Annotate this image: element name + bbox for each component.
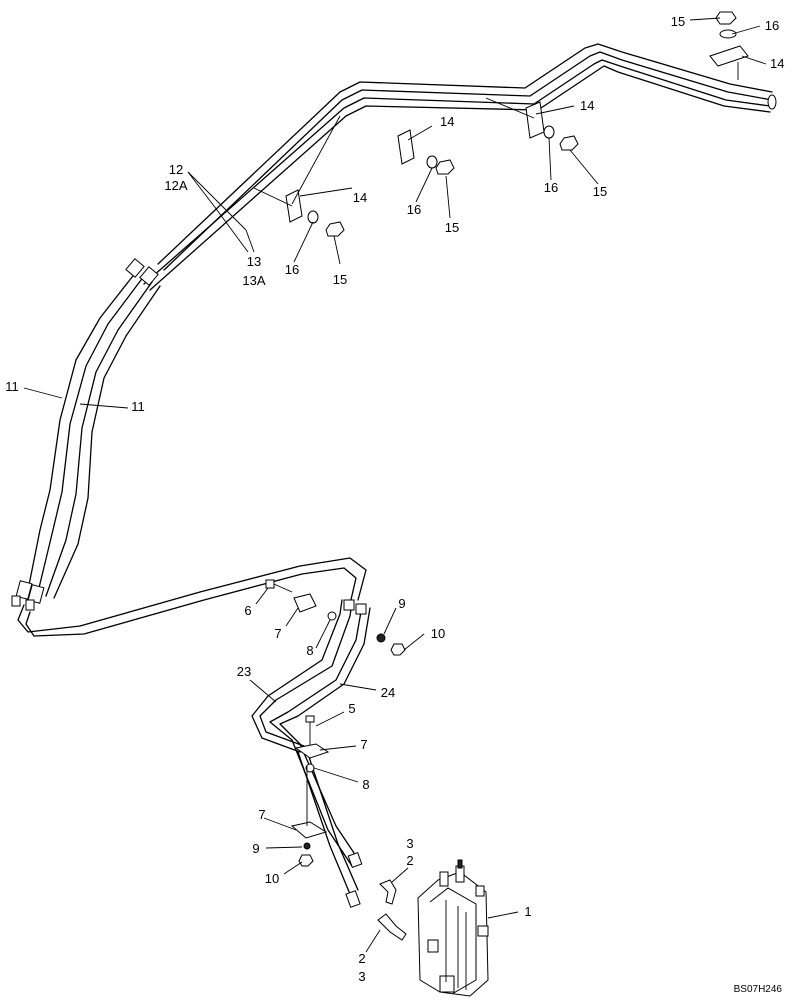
callout-2-bottom: 2: [358, 951, 365, 966]
leader-lines: [23, 17, 767, 953]
callout-16-mid: 16: [407, 202, 421, 217]
callout-23: 23: [237, 664, 251, 679]
control-valve: [417, 859, 489, 997]
callout-16-left: 16: [285, 262, 299, 277]
fasteners-upper: [307, 11, 737, 237]
callout-3-top: 3: [406, 836, 413, 851]
callout-13: 13: [247, 254, 261, 269]
callout-14-top: 14: [770, 56, 784, 71]
callout-14-mid: 14: [440, 114, 454, 129]
callout-10-right: 10: [431, 626, 445, 641]
callout-16-top: 16: [765, 18, 779, 33]
callout-12A: 12A: [164, 178, 187, 193]
nut: [325, 221, 345, 237]
fasteners-lower: [265, 579, 406, 867]
callout-9-right: 9: [398, 596, 405, 611]
callout-15-mid: 15: [445, 220, 459, 235]
figure-code: BS07H246: [734, 984, 783, 995]
callout-2-top: 2: [406, 853, 413, 868]
callout-15-top: 15: [671, 14, 685, 29]
washer: [307, 210, 319, 224]
callout-24: 24: [381, 685, 395, 700]
hose-assembly: [11, 258, 161, 611]
bolt-head: [265, 579, 275, 589]
callout-16-right: 16: [544, 180, 558, 195]
callout-3-bottom: 3: [358, 969, 365, 984]
callout-1: 1: [524, 904, 531, 919]
callout-9-bottom: 9: [252, 841, 259, 856]
callout-15-right: 15: [593, 184, 607, 199]
callout-15-left: 15: [333, 272, 347, 287]
callout-11-right: 11: [131, 399, 145, 414]
elbow-fittings: [377, 879, 407, 941]
callout-14-left: 14: [353, 190, 367, 205]
lower-hose-loop: [17, 557, 371, 908]
callout-7-top: 7: [274, 626, 281, 641]
hose-fitting: [11, 258, 159, 611]
callout-7-bottom: 7: [258, 807, 265, 822]
callout-7-mid: 7: [360, 737, 367, 752]
callout-8-mid: 8: [362, 777, 369, 792]
callout-12: 12: [169, 162, 183, 177]
callout-5: 5: [348, 701, 355, 716]
upper-tube-assembly: [143, 43, 777, 291]
callout-6: 6: [244, 603, 251, 618]
callout-11-left: 11: [5, 379, 19, 394]
callouts: 12 12A 13 13A 14 14 14 14 16 15 16 15 16…: [5, 14, 784, 995]
clamp-brackets: [253, 45, 749, 223]
callout-14-right: 14: [580, 98, 594, 113]
callout-13A: 13A: [242, 273, 265, 288]
callout-8-top: 8: [306, 643, 313, 658]
clamp-plate: [293, 593, 317, 613]
callout-10-bottom: 10: [265, 871, 279, 886]
